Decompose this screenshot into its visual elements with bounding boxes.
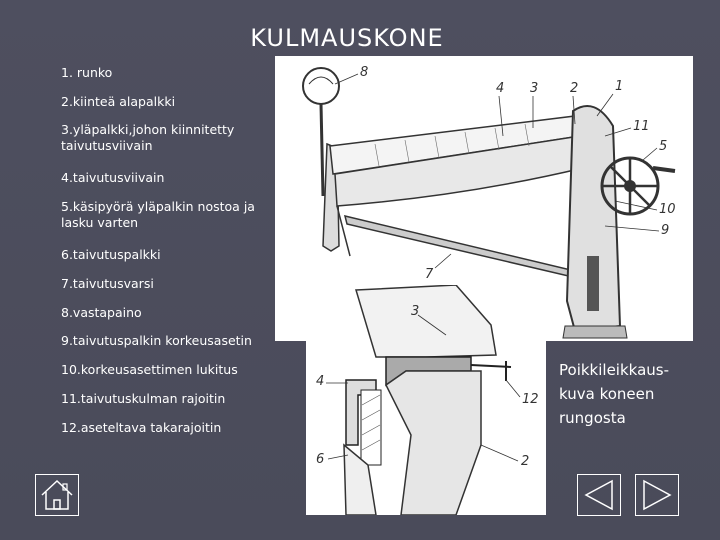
list-item: 2.kiinteä alapalkki — [61, 94, 176, 109]
list-item: 9.taivutuspalkin korkeusasetin — [61, 333, 252, 348]
label-10: 10 — [659, 202, 676, 217]
triangle-left-icon — [584, 479, 613, 511]
label-9: 9 — [661, 223, 669, 238]
section-label-3: 3 — [411, 304, 419, 319]
list-item: 10.korkeusasettimen lukitus — [61, 362, 238, 377]
home-button[interactable] — [35, 474, 79, 516]
slide-title: KULMAUSKONE — [250, 24, 444, 52]
list-item: 5.käsipyörä yläpalkin nostoa ja lasku va… — [61, 199, 255, 230]
list-item: 4.taivutusviivain — [61, 170, 165, 185]
label-4: 4 — [496, 81, 504, 96]
label-2: 2 — [570, 81, 578, 96]
previous-slide-button[interactable] — [577, 474, 621, 516]
triangle-right-icon — [643, 479, 672, 511]
label-11: 11 — [633, 119, 650, 134]
section-label-2: 2 — [521, 454, 529, 469]
list-item: 8.vastapaino — [61, 305, 142, 320]
list-item: 1. runko — [61, 65, 113, 80]
section-label-12: 12 — [522, 392, 539, 407]
list-item: 7.taivutusvarsi — [61, 276, 154, 291]
list-item: 3.yläpalkki,johon kiinnitetty taivutusvi… — [61, 122, 235, 153]
label-7: 7 — [425, 267, 434, 282]
label-1: 1 — [615, 79, 623, 94]
list-item: 6.taivutuspalkki — [61, 247, 161, 262]
list-item: 12.aseteltava takarajoitin — [61, 420, 222, 435]
section-label-6: 6 — [316, 452, 324, 467]
cross-section-drawing: 3 4 12 6 2 — [306, 285, 546, 515]
list-item: 11.taivutuskulman rajoitin — [61, 391, 226, 406]
section-label-4: 4 — [316, 374, 324, 389]
label-8: 8 — [360, 65, 368, 80]
figure-caption: Poikkileikkaus-kuva koneen rungosta — [559, 361, 669, 427]
label-3: 3 — [530, 81, 538, 96]
label-5: 5 — [659, 139, 667, 154]
home-icon — [41, 479, 73, 510]
next-slide-button[interactable] — [635, 474, 679, 516]
